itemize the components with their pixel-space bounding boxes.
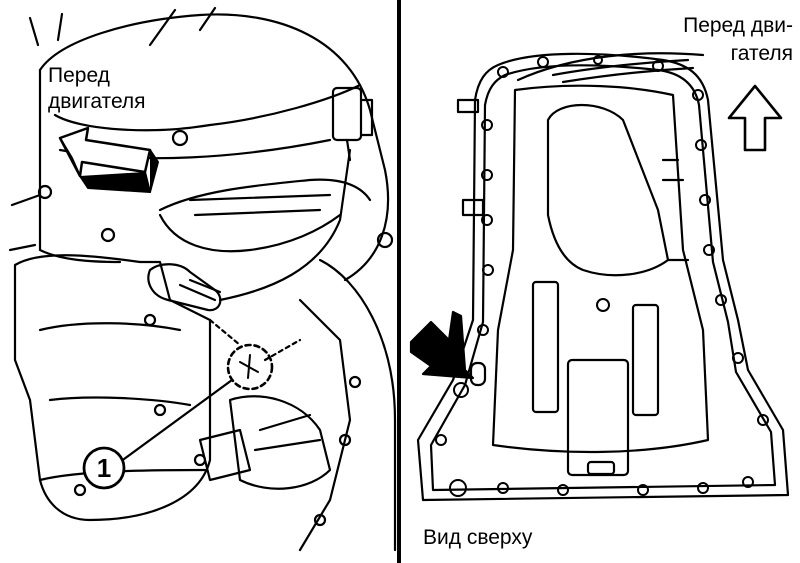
front-of-engine-label-line1: Перед дви- — [683, 14, 793, 37]
top-view-caption: Вид сверху — [423, 526, 533, 549]
front-of-engine-label-line2: двигателя — [48, 90, 146, 113]
callout-number: 1 — [96, 453, 112, 483]
front-of-engine-label-line1: Перед — [48, 64, 110, 87]
engine-side-view-panel: Перед двигателя 1 — [0, 0, 397, 563]
panel-divider — [397, 0, 401, 563]
oil-pan-top-view-panel: Перед дви- гателя Вид сверху — [403, 0, 800, 563]
oil-pan-top-view-drawing — [409, 52, 790, 502]
engine-side-view-drawing — [8, 6, 397, 552]
front-of-engine-label-line2: гателя — [730, 42, 793, 65]
